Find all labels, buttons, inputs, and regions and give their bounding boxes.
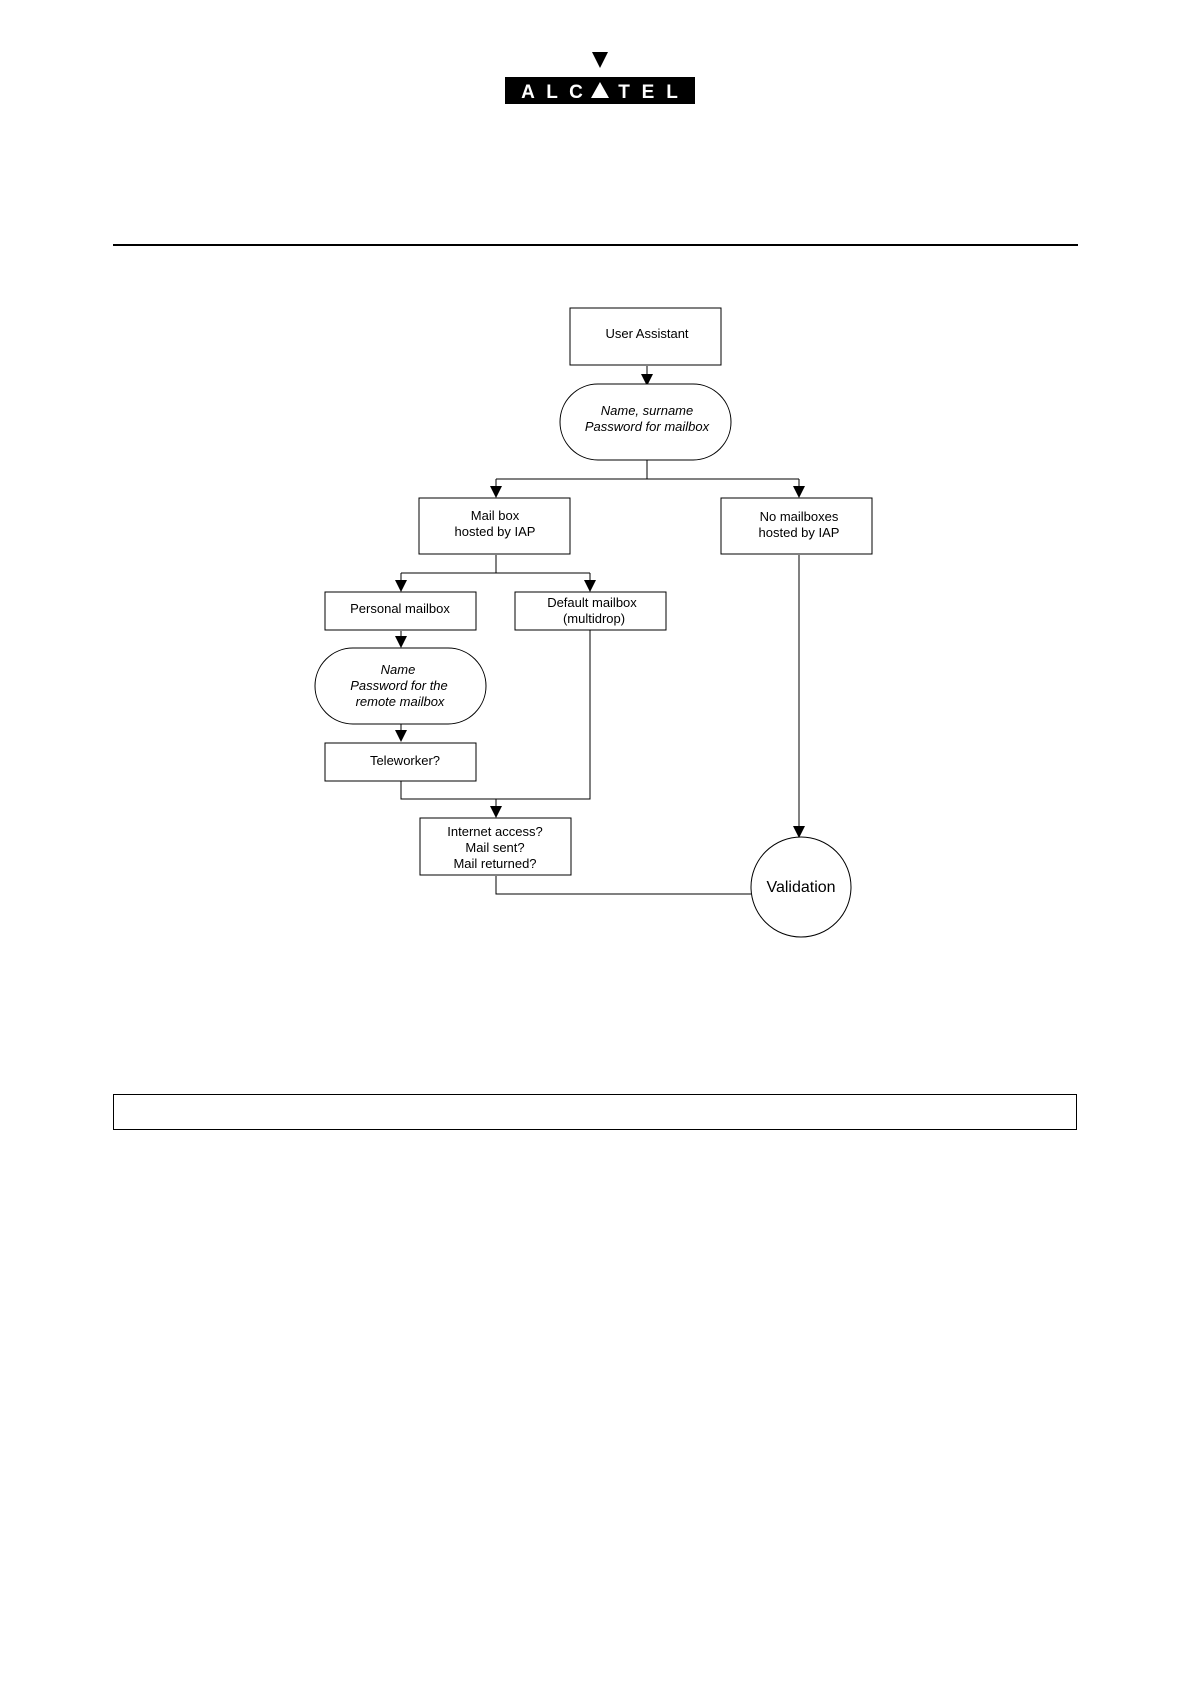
arrowhead [584, 580, 596, 592]
footer-box [113, 1094, 1077, 1130]
node-label: Default mailbox [547, 595, 637, 610]
node-name-password: Name, surname Password for mailbox [560, 384, 731, 460]
node-remote-credentials: Name Password for the remote mailbox [315, 648, 486, 724]
node-label: Mail sent? [465, 840, 524, 855]
node-label: Name, surname [601, 403, 693, 418]
logo-letter-l2: L [666, 82, 678, 103]
node-default-mailbox: Default mailbox (multidrop) [515, 592, 666, 630]
logo-letter-a: A [521, 82, 535, 103]
arrowhead [490, 806, 502, 818]
edge-internet-to-validation [496, 876, 751, 894]
node-label: hosted by IAP [455, 524, 536, 539]
node-personal-mailbox: Personal mailbox [325, 592, 476, 630]
node-label: Name [381, 662, 416, 677]
arrowhead [395, 730, 407, 742]
node-label: Validation [766, 879, 835, 896]
node-mailbox-iap: Mail box hosted by IAP [419, 498, 570, 554]
node-user-assistant: User Assistant [570, 308, 721, 365]
arrowhead [793, 826, 805, 838]
node-internet-access: Internet access? Mail sent? Mail returne… [420, 818, 571, 875]
header-rule [113, 244, 1078, 246]
alcatel-logo: A L C T E L [0, 0, 1190, 110]
logo-letter-e: E [642, 82, 655, 103]
arrowhead [490, 486, 502, 498]
node-label: (multidrop) [563, 611, 625, 626]
logo-triangle-mark [592, 52, 608, 68]
node-no-mailboxes: No mailboxes hosted by IAP [721, 498, 872, 554]
node-validation: Validation [751, 837, 851, 937]
node-label: hosted by IAP [759, 525, 840, 540]
arrowhead [395, 580, 407, 592]
node-teleworker: Teleworker? [325, 743, 476, 781]
node-label: Password for mailbox [585, 419, 710, 434]
node-label: Teleworker? [370, 753, 440, 768]
arrowhead [395, 636, 407, 648]
node-label: Mail returned? [453, 856, 536, 871]
node-label: Mail box [471, 508, 520, 523]
node-label: User Assistant [605, 326, 688, 341]
node-label: No mailboxes [760, 509, 839, 524]
logo-letter-c: C [569, 82, 583, 103]
node-label: Password for the [350, 678, 448, 693]
mailbox-setup-flowchart: User Assistant Name, surname Password fo… [0, 290, 1190, 950]
logo-letter-l: L [546, 82, 558, 103]
node-label: Internet access? [447, 824, 542, 839]
logo-letter-t: T [618, 82, 630, 103]
arrowhead [793, 486, 805, 498]
node-label: Personal mailbox [350, 601, 450, 616]
node-label: remote mailbox [356, 694, 445, 709]
